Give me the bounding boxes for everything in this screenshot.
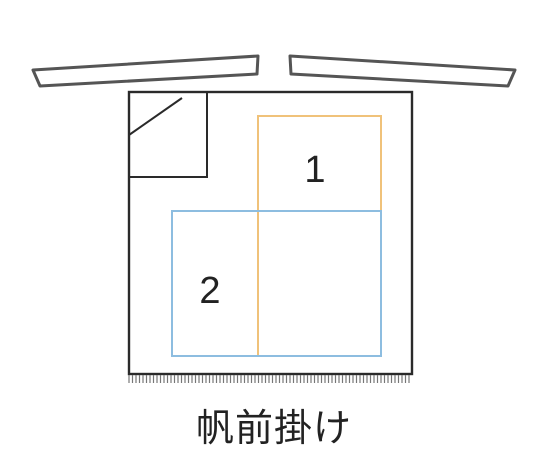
pocket-fold-line [128,97,183,136]
region-1-label: 1 [304,149,325,191]
waistband-left [31,54,260,88]
region-2-outline [171,210,382,357]
apron-pocket [129,91,208,178]
diagram-caption: 帆前掛け [195,406,352,450]
apron-body [127,90,414,376]
region-2-label: 2 [199,270,220,312]
bottom-fringe [128,375,410,383]
waistband [31,54,517,88]
waistband-right [288,54,517,88]
